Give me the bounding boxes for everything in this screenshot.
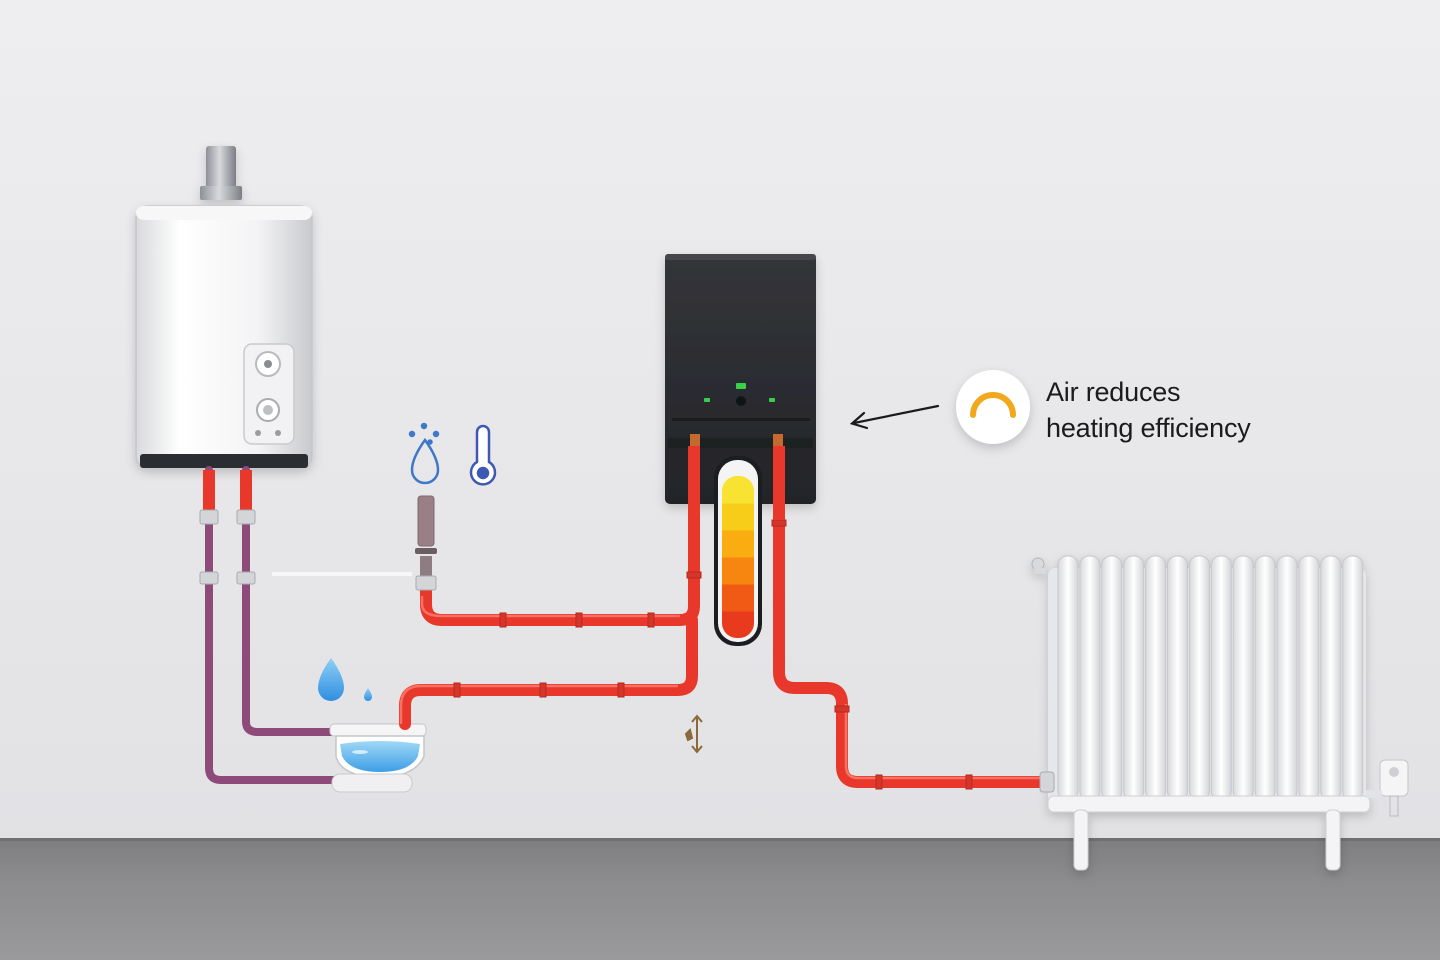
gauge-band [722, 611, 754, 638]
gauge-band [722, 584, 754, 612]
radiator-fin [1057, 555, 1079, 801]
floor [0, 838, 1440, 960]
radiator-fin [1298, 555, 1320, 801]
radiator-fin [1167, 555, 1188, 801]
control-unit-icon [665, 254, 816, 504]
vertical-arrows-icon [684, 714, 703, 754]
return-pipe [205, 466, 340, 784]
water-reservoir-icon [329, 723, 427, 793]
radiator-fin [1188, 555, 1210, 801]
radiator-fin [1101, 555, 1123, 801]
gauge-band [722, 557, 754, 585]
radiator-fin [1232, 555, 1254, 801]
radiator-icon [1031, 555, 1371, 871]
radiator-fin [1320, 555, 1342, 801]
gauge-band [722, 476, 754, 504]
water-drop-icon [408, 422, 440, 485]
gauge-band [722, 530, 754, 558]
valve [415, 495, 437, 591]
thermometer-icon [469, 424, 497, 486]
radiator-fin [1276, 555, 1298, 801]
flow-pipe-boiler [203, 470, 252, 512]
gauge-band [722, 503, 754, 531]
gauge-arc-icon [956, 370, 1030, 444]
boiler-icon [135, 146, 313, 469]
radiator-valve [1039, 759, 1409, 817]
radiator-fin [1145, 555, 1167, 801]
radiator-fin [1210, 555, 1232, 801]
callout-line-2: heating efficiency [1046, 413, 1251, 443]
radiator-fin [1079, 555, 1101, 801]
callout-text: Air reduces heating efficiency [1046, 374, 1251, 446]
callout-arrow [849, 404, 940, 430]
heat-gauge [714, 456, 762, 646]
radiator-fin [1123, 555, 1145, 801]
radiator-fin [1254, 555, 1276, 801]
callout-line-1: Air reduces [1046, 377, 1181, 407]
radiator-fin [1342, 555, 1364, 801]
flow-pipe [399, 440, 1054, 788]
water-drop-icon [318, 658, 372, 701]
